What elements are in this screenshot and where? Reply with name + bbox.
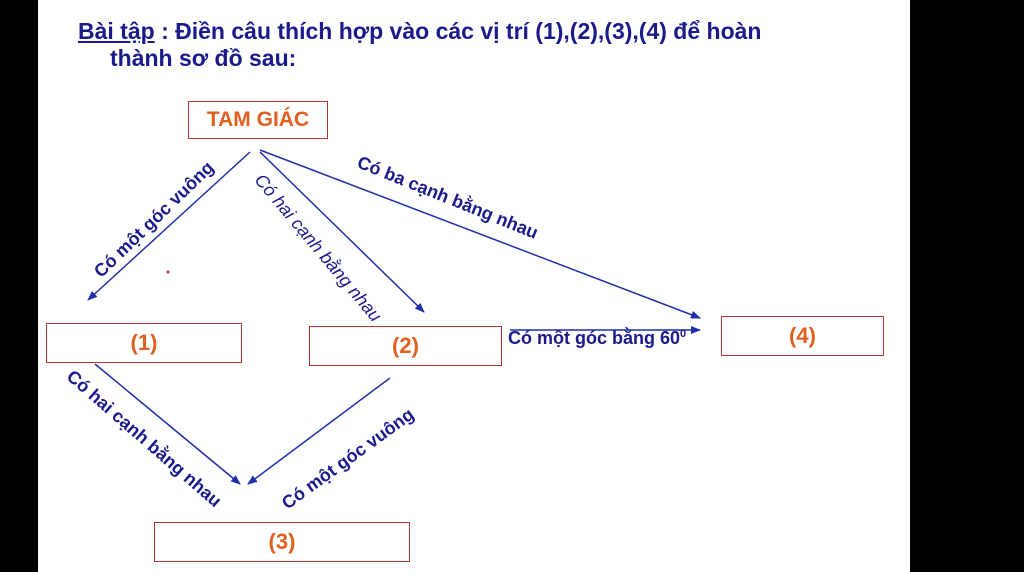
node-4-label: (4) [789,323,816,348]
arrow-root-to-2 [259,151,425,313]
node-tam-giac-label: TAM GIÁC [206,108,310,131]
node-tam-giac: TAM GIÁC [188,101,328,139]
edge-label-2-to-4: Có một góc bằng 600 [508,328,686,349]
arrow-root-to-4 [259,149,701,319]
edge-label-2-to-4-text: Có một góc bằng 60 [508,328,681,348]
node-1: (1) [46,323,242,363]
node-4: (4) [721,316,884,356]
node-3-label: (3) [268,529,296,554]
arrow-1-to-3 [94,363,241,485]
node-2-label: (2) [392,333,419,358]
exercise-instruction-line2: thành sơ đồ sau: [110,45,297,71]
diagram-arrows [87,149,701,485]
exercise-title: Bài tập : Điền câu thích hợp vào các vị … [78,18,761,72]
node-1-label: (1) [130,330,158,355]
node-3: (3) [154,522,410,562]
node-2: (2) [309,326,502,366]
arrow-root-to-1 [87,151,251,301]
exercise-instruction: : Điền câu thích hợp vào các vị trí (1),… [154,18,762,44]
slide: Bài tập : Điền câu thích hợp vào các vị … [38,0,910,572]
stray-dot [166,270,170,274]
exercise-prefix: Bài tập [78,18,155,44]
edge-label-2-to-4-degree: 0 [680,328,687,340]
arrow-2-to-3 [247,377,391,485]
